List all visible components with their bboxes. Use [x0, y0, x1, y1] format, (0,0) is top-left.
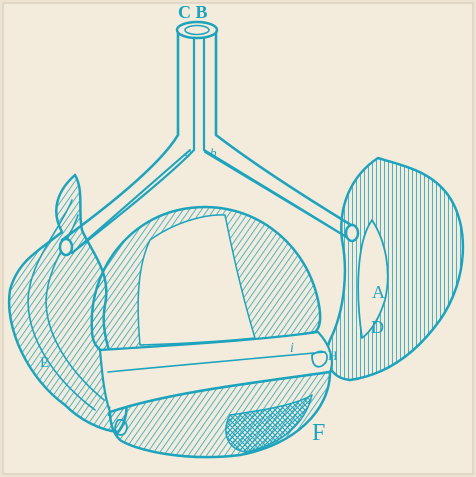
label-c: c	[185, 145, 191, 160]
label-e: E	[40, 355, 49, 371]
label-l: l	[107, 405, 111, 420]
label-top-cb: C B	[178, 2, 208, 22]
label-h: H	[328, 348, 337, 363]
tube-mouth-right	[346, 225, 358, 241]
tube-mouth-left	[60, 239, 72, 255]
tube-mouth-top	[177, 22, 217, 38]
label-f: F	[312, 420, 325, 446]
label-a: A	[372, 282, 385, 302]
label-d: D	[371, 317, 384, 337]
label-b: b	[210, 145, 217, 160]
label-i: i	[290, 341, 294, 356]
